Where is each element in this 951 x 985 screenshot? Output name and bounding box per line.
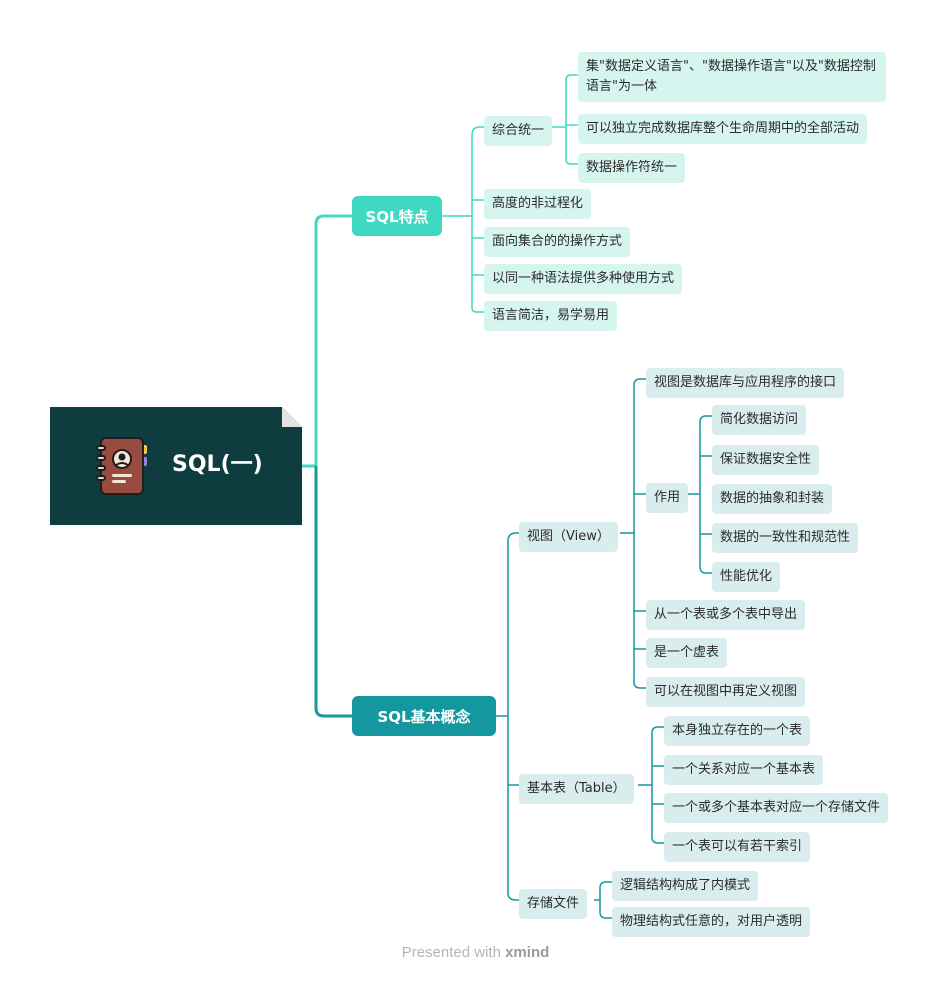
root-title: SQL(一) [172, 452, 263, 477]
role-abstraction[interactable]: 数据的抽象和封装 [712, 484, 833, 514]
detail-full-lifecycle[interactable]: 可以独立完成数据库整个生命周期中的全部活动 [578, 114, 868, 144]
subtopic-storage-file[interactable]: 存储文件 [519, 889, 588, 919]
footer-brand: xmind [505, 944, 550, 961]
detail-view-interface[interactable]: 视图是数据库与应用程序的接口 [646, 368, 845, 398]
detail-view-nested[interactable]: 可以在视图中再定义视图 [646, 677, 806, 707]
detail-view-derived[interactable]: 从一个表或多个表中导出 [646, 600, 806, 630]
detail-table-relation[interactable]: 一个关系对应一个基本表 [664, 755, 824, 785]
subtopic-unified[interactable]: 综合统一 [484, 116, 553, 146]
footer-credit: Presented with xmind [0, 944, 951, 961]
role-performance[interactable]: 性能优化 [712, 562, 781, 592]
role-simplify-access[interactable]: 简化数据访问 [712, 405, 807, 435]
subtopic-same-syntax[interactable]: 以同一种语法提供多种使用方式 [484, 264, 683, 294]
detail-storage-physical[interactable]: 物理结构式任意的，对用户透明 [612, 907, 811, 937]
subtopic-non-procedural[interactable]: 高度的非过程化 [484, 189, 592, 219]
topic-sql-features[interactable]: SQL特点 [352, 196, 442, 236]
subtopic-view[interactable]: 视图（View） [519, 522, 618, 552]
detail-unified-language[interactable]: 集"数据定义语言"、"数据操作语言"以及"数据控制语言"为一体 [578, 52, 886, 102]
subtopic-concise[interactable]: 语言简洁，易学易用 [484, 301, 618, 331]
footer-prefix: Presented with [401, 944, 506, 961]
role-security[interactable]: 保证数据安全性 [712, 445, 820, 475]
root-topic[interactable] [50, 407, 302, 525]
detail-storage-logical[interactable]: 逻辑结构构成了内模式 [612, 871, 759, 901]
role-consistency[interactable]: 数据的一致性和规范性 [712, 523, 859, 553]
subtopic-set-oriented[interactable]: 面向集合的的操作方式 [484, 227, 631, 257]
detail-unified-operators[interactable]: 数据操作符统一 [578, 153, 686, 183]
detail-table-independent[interactable]: 本身独立存在的一个表 [664, 716, 811, 746]
detail-view-role[interactable]: 作用 [646, 483, 689, 513]
detail-view-virtual[interactable]: 是一个虚表 [646, 638, 728, 668]
subtopic-table[interactable]: 基本表（Table） [519, 774, 634, 804]
detail-table-storage[interactable]: 一个或多个基本表对应一个存储文件 [664, 793, 889, 823]
detail-table-index[interactable]: 一个表可以有若干索引 [664, 832, 811, 862]
address-book-icon [95, 436, 151, 500]
topic-sql-concepts[interactable]: SQL基本概念 [352, 696, 496, 736]
